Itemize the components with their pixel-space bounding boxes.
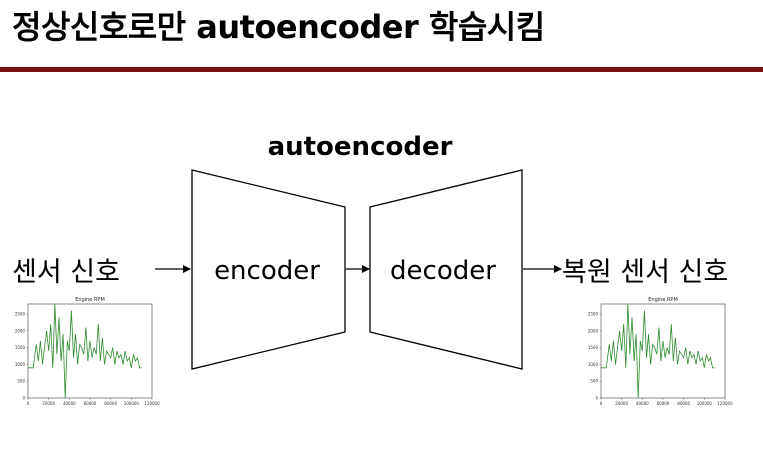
output-signal-label: 복원 센서 신호 [562, 257, 728, 288]
y-tick-label: 2000 [588, 328, 599, 333]
x-tick-label: 0 [27, 401, 30, 406]
y-tick-label: 1000 [588, 362, 599, 367]
encoder-block [191, 169, 346, 370]
decoder-block [369, 169, 523, 370]
x-tick-label: 20000 [42, 401, 55, 406]
x-tick-label: 80000 [104, 401, 117, 406]
x-tick-label: 100000 [124, 401, 140, 406]
y-tick-label: 2500 [15, 312, 26, 317]
y-tick-label: 1500 [588, 345, 599, 350]
x-tick-label: 40000 [63, 401, 76, 406]
x-tick-label: 120000 [144, 401, 160, 406]
encoder-label: encoder [214, 256, 320, 286]
x-tick-label: 120000 [717, 401, 733, 406]
autoencoder-header: autoencoder [268, 132, 453, 162]
y-tick-label: 1500 [15, 345, 26, 350]
x-tick-label: 80000 [677, 401, 690, 406]
input-signal-label: 센서 신호 [12, 257, 120, 288]
series-line [28, 303, 142, 399]
chart-title: Engine RPM [648, 297, 678, 303]
x-tick-label: 40000 [636, 401, 649, 406]
y-tick-label: 0 [22, 396, 25, 401]
slide-title: 정상신호로만 autoencoder 학습시킴 [12, 8, 545, 46]
series-line [601, 303, 715, 399]
x-tick-label: 20000 [615, 401, 628, 406]
chart-title: Engine RPM [75, 297, 105, 303]
plot-area [27, 303, 153, 399]
y-tick-label: 0 [595, 396, 598, 401]
x-tick-label: 60000 [84, 401, 97, 406]
y-tick-label: 500 [590, 379, 598, 384]
plot-area [600, 303, 726, 399]
decoder-label: decoder [390, 256, 496, 286]
x-tick-label: 0 [600, 401, 603, 406]
y-tick-label: 2500 [588, 312, 599, 317]
y-tick-label: 1000 [15, 362, 26, 367]
title-divider [0, 67, 763, 72]
x-tick-label: 100000 [697, 401, 713, 406]
y-tick-label: 2000 [15, 328, 26, 333]
y-tick-label: 500 [17, 379, 25, 384]
input-signal-chart: Engine RPM 0 500 1000 1500 2000 2500 0 20000 40… [6, 294, 160, 410]
x-tick-label: 60000 [657, 401, 670, 406]
reconstructed-signal-chart: Engine RPM 0 500 1000 1500 2000 2500 0 20000 40… [579, 294, 733, 410]
